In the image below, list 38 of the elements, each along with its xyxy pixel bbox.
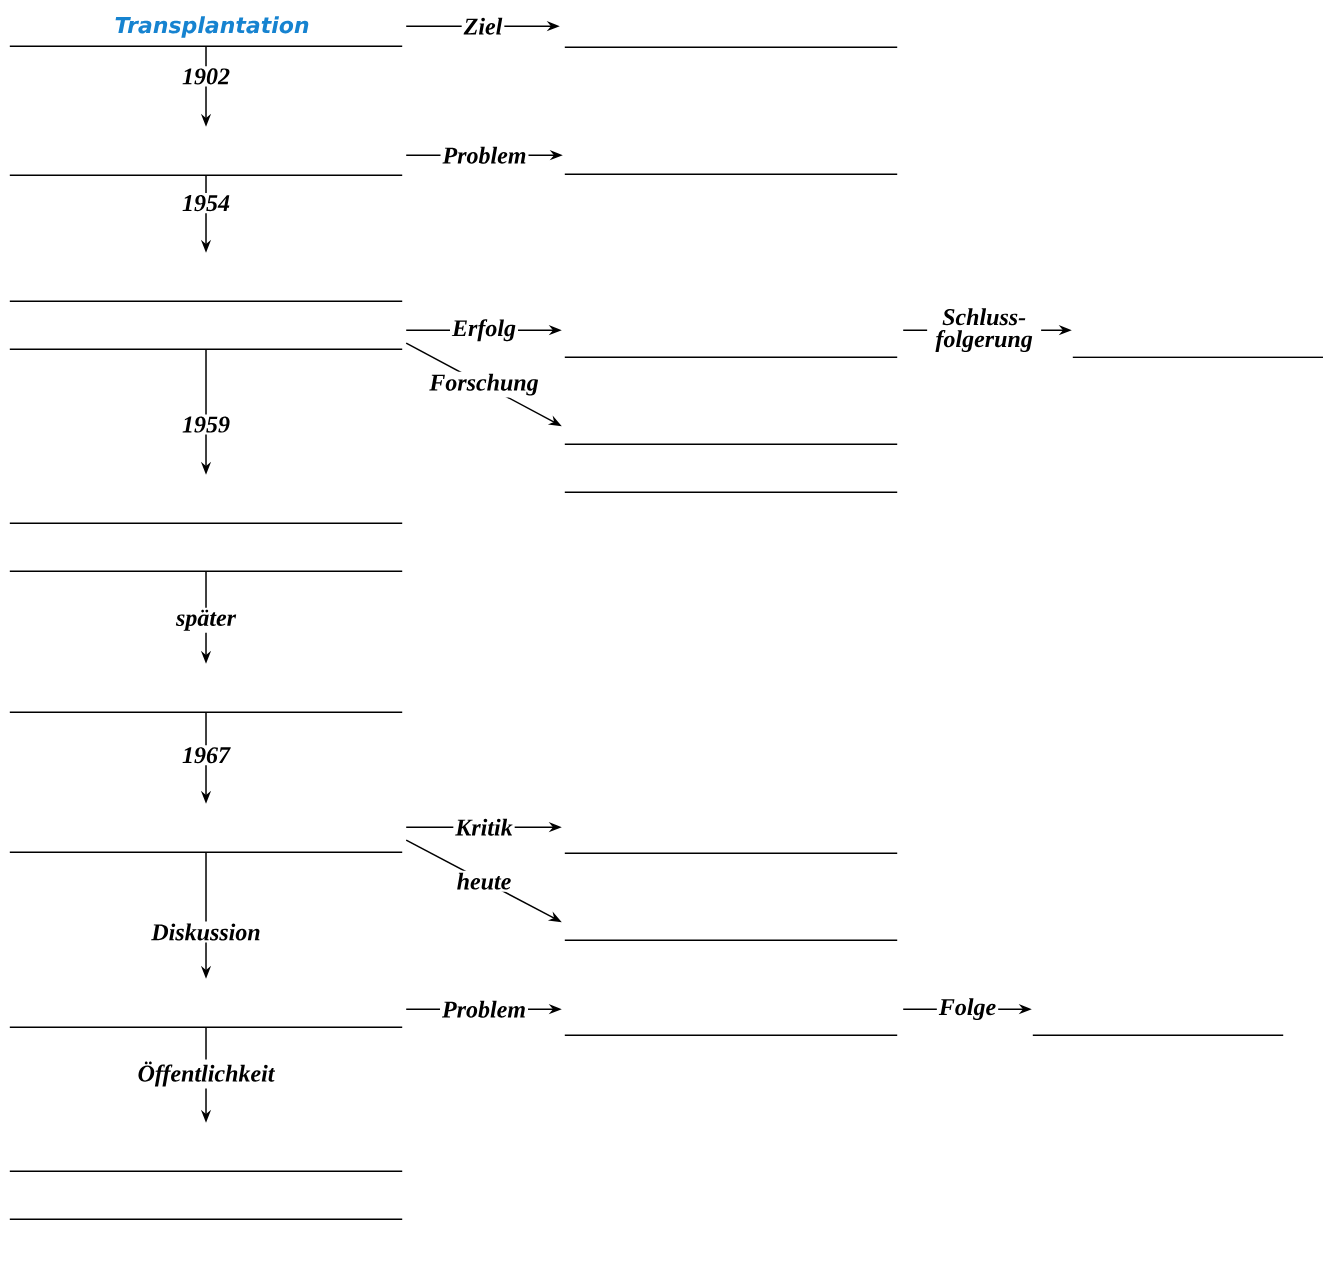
fill-in-line xyxy=(1032,1034,1284,1036)
fill-in-line xyxy=(564,491,898,493)
fill-in-line xyxy=(1072,356,1323,358)
edge-label: Problem xyxy=(440,998,528,1020)
fill-in-line xyxy=(564,1034,898,1036)
fill-in-line xyxy=(9,711,403,713)
fill-in-line xyxy=(9,1218,403,1220)
edge-label: Erfolg xyxy=(450,317,518,344)
fill-in-line xyxy=(9,522,403,524)
fill-in-line xyxy=(9,45,403,47)
fill-in-line xyxy=(9,570,403,572)
fill-in-line xyxy=(9,174,403,176)
edge-label: heute xyxy=(454,870,514,892)
edge-label: Problem xyxy=(440,144,529,166)
fill-in-line xyxy=(9,300,403,302)
title: Transplantation xyxy=(115,16,309,38)
fill-in-line xyxy=(564,356,898,358)
edge-label: später xyxy=(174,607,238,633)
fill-in-line xyxy=(564,939,898,941)
edge-label: 1954 xyxy=(180,193,232,214)
edge-label: Diskussion xyxy=(149,921,263,943)
edge-label: Öffentlichkeit xyxy=(135,1059,277,1089)
fill-in-line xyxy=(564,852,898,854)
edge-label: Ziel xyxy=(461,15,505,37)
edge-label: Kritik xyxy=(453,816,515,838)
fill-in-line xyxy=(564,173,898,175)
edge-label: Schluss- folgerung xyxy=(927,306,1042,355)
edge-label: 1902 xyxy=(180,66,232,87)
fill-in-line xyxy=(9,1026,403,1028)
edge-label: 1959 xyxy=(180,414,232,435)
fill-in-line xyxy=(564,443,898,445)
edge-label: Forschung xyxy=(427,371,541,398)
fill-in-line xyxy=(9,851,403,853)
edge-label: Folge xyxy=(936,996,999,1023)
edge-label: 1967 xyxy=(180,745,232,766)
fill-in-line xyxy=(564,46,898,48)
fill-in-line xyxy=(9,348,403,350)
fill-in-line xyxy=(9,1170,403,1172)
